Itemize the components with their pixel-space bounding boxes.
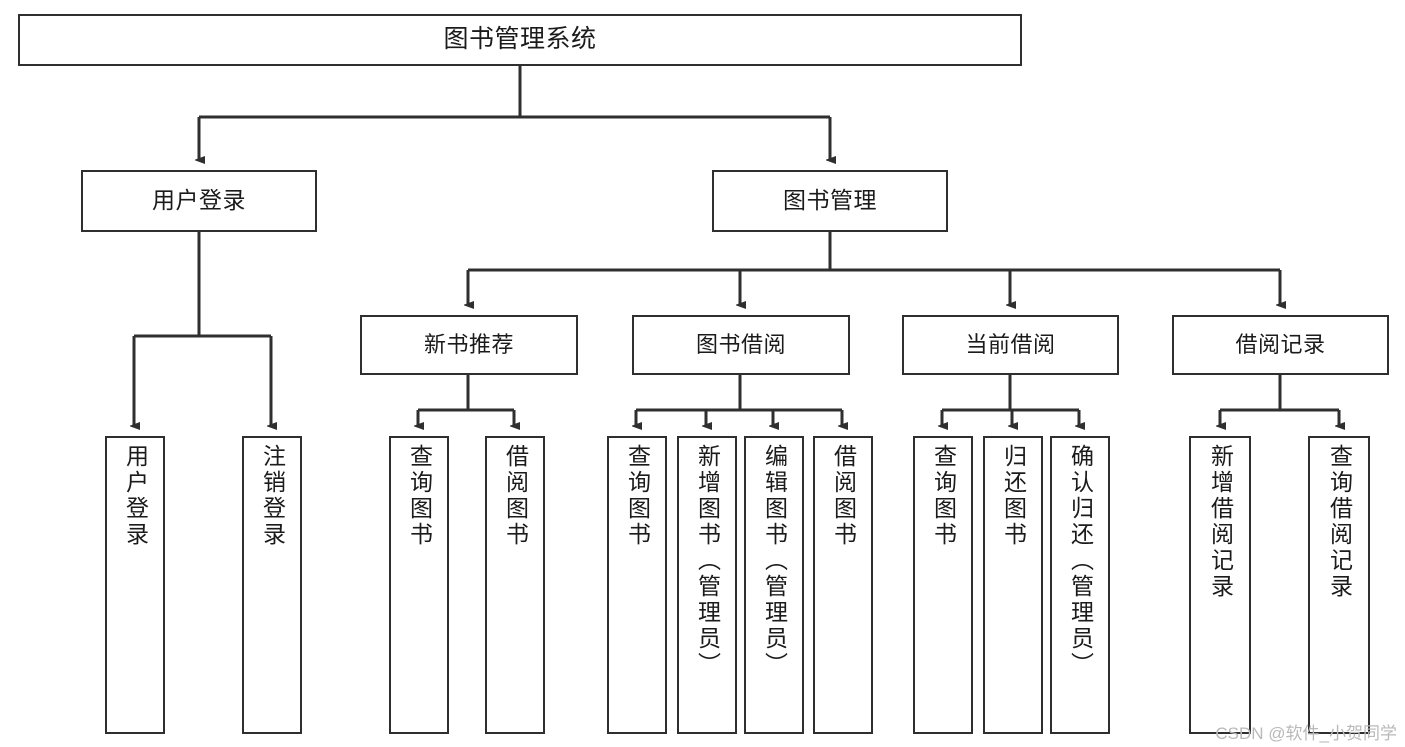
node-leaf-logout[interactable]: 注销登录 [242,436,302,734]
node-leaf-add-record-label: 新增借阅记录 [1207,444,1234,600]
node-leaf-query-book-2-label: 查询图书 [624,444,651,548]
node-leaf-confirm-return-label: 确认归还（管理员） [1067,444,1094,678]
node-leaf-borrow-book-1[interactable]: 借阅图书 [485,436,545,734]
node-leaf-query-book-1[interactable]: 查询图书 [389,436,449,734]
node-leaf-logout-label: 注销登录 [259,444,286,548]
node-borrow-record-label: 借阅记录 [1235,332,1326,358]
node-leaf-user-login-label: 用户登录 [122,444,149,548]
node-leaf-query-book-1-label: 查询图书 [406,444,433,548]
node-new-book-recommend[interactable]: 新书推荐 [360,315,578,375]
node-leaf-add-record[interactable]: 新增借阅记录 [1189,436,1251,734]
node-leaf-edit-book-label: 编辑图书（管理员） [761,444,788,678]
node-user-login-label: 用户登录 [152,187,246,214]
node-leaf-borrow-book-1-label: 借阅图书 [502,444,529,548]
node-root-label: 图书管理系统 [443,25,597,54]
node-leaf-borrow-book-2-label: 借阅图书 [830,444,857,548]
node-leaf-query-book-3-label: 查询图书 [930,444,957,548]
node-leaf-query-book-2[interactable]: 查询图书 [607,436,667,734]
node-leaf-user-login[interactable]: 用户登录 [105,436,165,734]
node-book-manage-label: 图书管理 [783,187,877,214]
node-book-borrow-label: 图书借阅 [695,332,786,358]
node-leaf-confirm-return[interactable]: 确认归还（管理员） [1050,436,1110,734]
node-root[interactable]: 图书管理系统 [18,14,1022,66]
node-current-borrow-label: 当前借阅 [965,332,1056,358]
node-leaf-edit-book[interactable]: 编辑图书（管理员） [744,436,804,734]
node-borrow-record[interactable]: 借阅记录 [1172,315,1389,375]
node-leaf-query-record-label: 查询借阅记录 [1326,444,1353,600]
node-leaf-borrow-book-2[interactable]: 借阅图书 [813,436,873,734]
node-leaf-add-book[interactable]: 新增图书（管理员） [677,436,737,734]
node-book-borrow[interactable]: 图书借阅 [632,315,850,375]
node-current-borrow[interactable]: 当前借阅 [902,315,1119,375]
node-book-manage[interactable]: 图书管理 [712,170,948,232]
csdn-watermark: CSDN @软件_小贺同学 [1215,724,1397,743]
node-leaf-add-book-label: 新增图书（管理员） [694,444,721,678]
node-leaf-return-book-label: 归还图书 [1000,444,1027,548]
node-leaf-return-book[interactable]: 归还图书 [983,436,1043,734]
node-new-book-recommend-label: 新书推荐 [423,332,514,358]
node-user-login[interactable]: 用户登录 [81,170,317,232]
node-leaf-query-book-3[interactable]: 查询图书 [913,436,973,734]
node-leaf-query-record[interactable]: 查询借阅记录 [1308,436,1370,734]
